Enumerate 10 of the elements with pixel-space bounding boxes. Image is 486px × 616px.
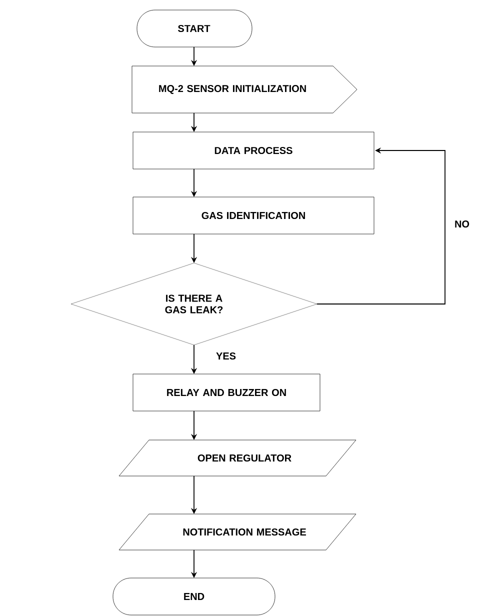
edge-label: YES [215,351,237,361]
io-parallelogram: OPEN REGULATOR [118,440,356,476]
preparation-hexagon: MQ-2 SENSOR INITIALIZATION [132,66,358,114]
process-box: DATA PROCESS [132,132,374,170]
io-parallelogram: NOTIFICATION MESSAGE [118,514,356,550]
process-box: GAS IDENTIFICATION [132,196,374,234]
edge-label: NO [454,219,470,229]
end-terminal: END [112,578,276,616]
start-terminal: START [136,10,252,48]
process-box: RELAY AND BUZZER ON [132,374,320,412]
